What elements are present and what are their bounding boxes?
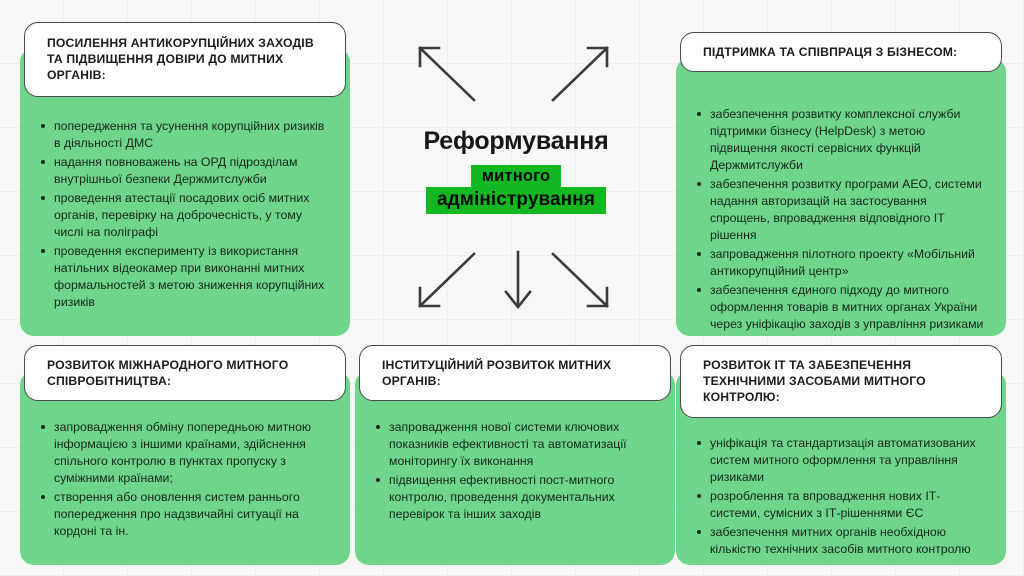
list-item: надання повноважень на ОРД підрозділам в… xyxy=(41,154,334,188)
list-item: уніфікація та стандартизація автоматизов… xyxy=(697,435,990,486)
list-item: попередження та усунення корупційних риз… xyxy=(41,118,334,152)
card-header-it-development: РОЗВИТОК ІТ ТА ЗАБЕЗПЕЧЕННЯ ТЕХНІЧНИМИ З… xyxy=(680,345,1002,418)
list-item: підвищення ефективності пост-митного кон… xyxy=(376,472,659,523)
card-heading-institutional-development: ІНСТИТУЦІЙНИЙ РОЗВИТОК МИТНИХ ОРГАНІВ: xyxy=(382,358,612,389)
center-title-block: Реформування митного адміністрування xyxy=(360,127,672,214)
bullet-list-business-support: забезпечення розвитку комплексної служби… xyxy=(676,106,1006,335)
list-item: проведення експерименту із використання … xyxy=(41,243,334,311)
card-heading-anticorruption: ПОСИЛЕННЯ АНТИКОРУПЦІЙНИХ ЗАХОДІВ ТА ПІД… xyxy=(47,36,314,83)
card-institutional-development: ІНСТИТУЦІЙНИЙ РОЗВИТОК МИТНИХ ОРГАНІВ: з… xyxy=(355,345,675,565)
arrow-up-right-icon xyxy=(549,42,613,104)
bullet-list-anticorruption: попередження та усунення корупційних риз… xyxy=(20,118,350,313)
card-body-international-cooperation xyxy=(20,371,350,565)
card-heading-it-development: РОЗВИТОК ІТ ТА ЗАБЕЗПЕЧЕННЯ ТЕХНІЧНИМИ З… xyxy=(703,358,926,405)
list-item: створення або оновлення систем раннього … xyxy=(41,489,334,540)
card-body-business-support xyxy=(676,58,1006,336)
arrow-down-right-icon xyxy=(549,250,613,312)
card-international-cooperation: РОЗВИТОК МІЖНАРОДНОГО МИТНОГО СПІВРОБІТН… xyxy=(20,345,350,565)
list-item: запровадження обміну попередньою митною … xyxy=(41,419,334,487)
card-anticorruption: ПОСИЛЕННЯ АНТИКОРУПЦІЙНИХ ЗАХОДІВ ТА ПІД… xyxy=(20,22,350,336)
highlight-text-administruvannya: адміністрування xyxy=(425,187,607,214)
list-item: проведення атестації посадових осіб митн… xyxy=(41,190,334,241)
list-item: запровадження пілотного проекту «Мобільн… xyxy=(697,246,990,280)
card-heading-business-support: ПІДТРИМКА ТА СПІВПРАЦЯ З БІЗНЕСОМ: xyxy=(703,45,958,59)
card-header-anticorruption: ПОСИЛЕННЯ АНТИКОРУПЦІЙНИХ ЗАХОДІВ ТА ПІД… xyxy=(24,22,346,97)
card-business-support: ПІДТРИМКА ТА СПІВПРАЦЯ З БІЗНЕСОМ: забез… xyxy=(676,32,1006,336)
list-item: забезпечення єдиного підходу до митного … xyxy=(697,282,990,333)
bullet-list-international-cooperation: запровадження обміну попередньою митною … xyxy=(20,419,350,542)
list-item: забезпечення розвитку комплексної служби… xyxy=(697,106,990,174)
card-header-institutional-development: ІНСТИТУЦІЙНИЙ РОЗВИТОК МИТНИХ ОРГАНІВ: xyxy=(359,345,671,402)
list-item: забезпечення розвитку програми АЕО, сист… xyxy=(697,176,990,244)
list-item: розроблення та впровадження нових ІТ-сис… xyxy=(697,488,990,522)
list-item: запровадження нової системи ключових пок… xyxy=(376,419,659,470)
bullet-list-it-development: уніфікація та стандартизація автоматизов… xyxy=(676,435,1006,560)
arrow-down-left-icon xyxy=(414,250,478,312)
card-header-business-support: ПІДТРИМКА ТА СПІВПРАЦЯ З БІЗНЕСОМ: xyxy=(680,32,1002,73)
card-body-institutional-development xyxy=(355,371,675,565)
card-it-development: РОЗВИТОК ІТ ТА ЗАБЕЗПЕЧЕННЯ ТЕХНІЧНИМИ З… xyxy=(676,345,1006,565)
highlight-text-mytnoho: митного xyxy=(470,164,562,189)
list-item: забезпечення митних органів необхідною к… xyxy=(697,524,990,558)
arrow-down-icon xyxy=(503,250,533,312)
highlight-line-1: митного xyxy=(360,164,672,189)
bullet-list-institutional-development: запровадження нової системи ключових пок… xyxy=(355,419,675,525)
highlight-line-2: адміністрування xyxy=(360,187,672,214)
page-title: Реформування xyxy=(423,127,609,155)
card-heading-international-cooperation: РОЗВИТОК МІЖНАРОДНОГО МИТНОГО СПІВРОБІТН… xyxy=(47,358,289,389)
card-header-international-cooperation: РОЗВИТОК МІЖНАРОДНОГО МИТНОГО СПІВРОБІТН… xyxy=(24,345,346,402)
arrow-up-left-icon xyxy=(414,42,478,104)
